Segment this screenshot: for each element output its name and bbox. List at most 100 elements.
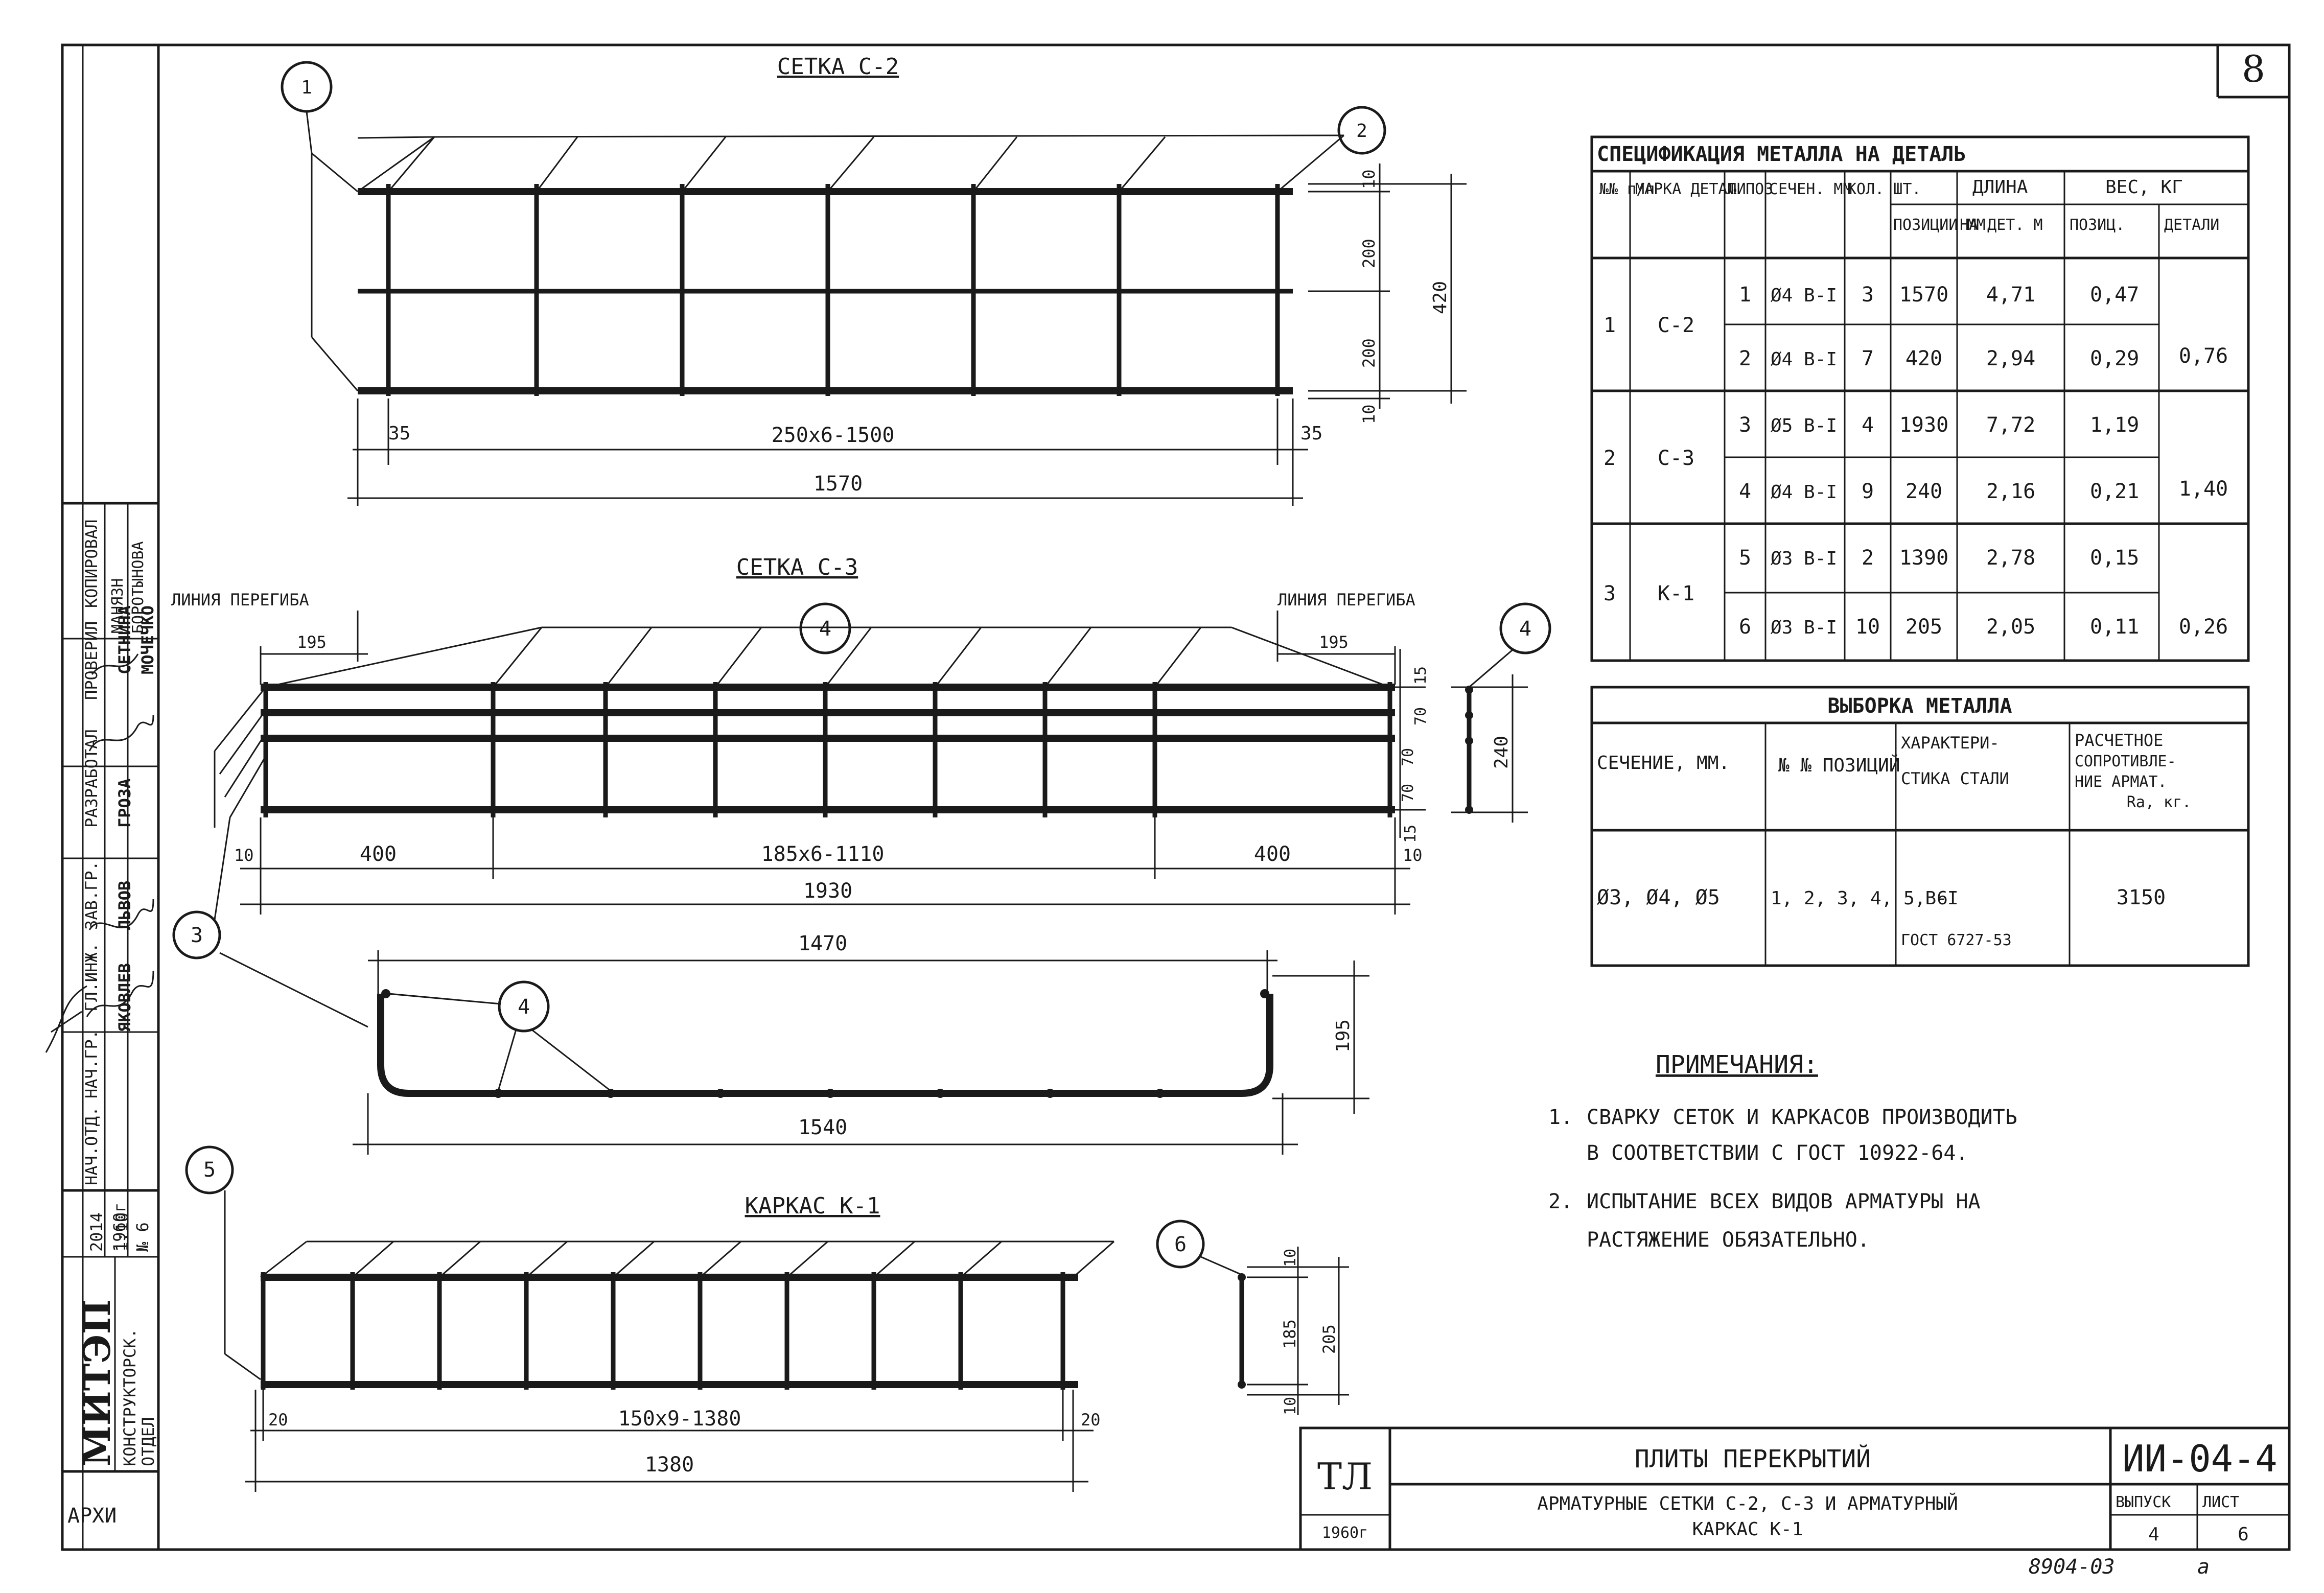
spec-g3-r2-mm: 205 [1905, 615, 1942, 639]
spec-h-pos: № ПОЗ [1727, 180, 1773, 198]
spec-g1-r2-w: 0,29 [2090, 347, 2139, 370]
c3-dim-400-r: 400 [1254, 842, 1291, 866]
stamp-year: 1960г [110, 1203, 129, 1252]
spec-g1-no: 1 [1603, 314, 1616, 337]
c3-dim-v-70c: 70 [1399, 784, 1417, 802]
c2-pos-b: 2 [1356, 121, 1367, 142]
sample-positions: 1, 2, 3, 4, 5, 6 [1771, 888, 1948, 909]
sample-h-resist-1: РАСЧЕТНОЕ [2075, 731, 2163, 750]
note-2-line-1: ИСПЫТАНИЕ ВСЕХ ВИДОВ АРМАТУРЫ НА [1587, 1190, 1981, 1213]
note-2-line-2: РАСТЯЖЕНИЕ ОБЯЗАТЕЛЬНО. [1587, 1228, 1870, 1252]
sample-h-resist-2: СОПРОТИВЛЕ- [2075, 753, 2176, 770]
spec-g1-r2-m: 2,94 [1986, 347, 2035, 370]
spec-h-w-part: ДЕТАЛИ [2164, 216, 2219, 234]
stamp-name-7: ЯКОВЛЕВ [115, 963, 134, 1032]
stamp-role-1: НАЧ.ОТД. [82, 1107, 101, 1185]
spec-g1-r1-mm: 1570 [1899, 283, 1948, 307]
c3-pos-3: 3 [191, 924, 203, 947]
stamp-no: № 6 [133, 1222, 152, 1252]
c2-dim-v-2: 200 [1359, 338, 1379, 368]
sample-h-resist-3: НИЕ АРМАТ. [2075, 773, 2167, 791]
spec-g2-r2-cnt: 9 [1862, 480, 1874, 503]
c3-bend-r: ЛИНИЯ ПЕРЕГИБА [1277, 590, 1415, 610]
stamp-name-1: МОЧЕЧКО [138, 605, 157, 674]
c2-dim-total: 1570 [814, 472, 863, 496]
spec-g3-r1-m: 2,78 [1986, 546, 2035, 570]
org-dept-1: КОНСТРУКТОРСК. [120, 1328, 140, 1466]
c3-dim-v-15a: 15 [1412, 666, 1430, 685]
c3-dim-total: 1930 [803, 879, 852, 903]
signature-marks [45, 653, 154, 1053]
drawing-c3: СЕТКА С-3 ЛИНИЯ ПЕРЕГИБА ЛИНИЯ ПЕРЕГИБА [171, 554, 1551, 959]
drawing-c2: СЕТКА С-2 [281, 54, 1467, 506]
stamp-role-5: РАЗРАБОТАЛ [82, 729, 101, 828]
sample-h-steel-2: СТИКА СТАЛИ [1901, 769, 2009, 788]
spec-h-len-pos: ПОЗИЦИИ ММ [1893, 216, 1986, 234]
spec-g1-total: 0,76 [2179, 344, 2228, 368]
sheet-number: 8 [2242, 48, 2265, 90]
spec-g2-r1-cnt: 4 [1862, 413, 1874, 437]
sample-title: ВЫБОРКА МЕТАЛЛА [1827, 694, 2012, 718]
stamp-role-4: ЗАВ.ГР. [82, 861, 101, 930]
c3b-dim-top: 1470 [798, 932, 847, 955]
title-logo-year: 1960г [1322, 1524, 1368, 1542]
sample-steel-std: ГОСТ 6727-53 [1901, 931, 2012, 949]
sample-h-resist-4: Rа, кг. [2127, 793, 2191, 811]
stamp-role-3: ГЛ.ИНЖ. [82, 943, 101, 1012]
spec-h-weight: ВЕС, КГ [2105, 177, 2183, 198]
k1-pos-a: 5 [203, 1158, 216, 1182]
drawing-k1: КАРКАС К-1 5 [185, 1145, 1349, 1492]
note-1-num: 1. [1548, 1106, 1573, 1129]
spec-g2-no: 2 [1603, 447, 1616, 470]
spec-g2-r1-w: 1,19 [2090, 413, 2139, 437]
c3b-dim-bottom: 1540 [798, 1116, 847, 1139]
sample-table: ВЫБОРКА МЕТАЛЛА СЕЧЕНИЕ, ММ. № № ПОЗИЦИЙ… [1590, 686, 2250, 967]
c3-bend-l: ЛИНИЯ ПЕРЕГИБА [171, 590, 309, 610]
spec-g2-r2-w: 0,21 [2090, 480, 2139, 503]
title-main: ПЛИТЫ ПЕРЕКРЫТИЙ [1635, 1444, 1871, 1473]
spec-g2-r2-mm: 240 [1905, 480, 1942, 503]
spec-g1-r2-sec: Ø4 В-I [1771, 349, 1837, 370]
spec-g2-mark: С-3 [1658, 447, 1694, 470]
c2-dim-v-1: 200 [1359, 239, 1379, 268]
c2-dim-end-r: 35 [1300, 423, 1322, 444]
sample-steel: В-I [1925, 888, 1958, 909]
stamp-role-2: НАЧ.ГР. [82, 1029, 101, 1098]
spec-g2-r1-mm: 1930 [1899, 413, 1948, 437]
spec-g2-r2-m: 2,16 [1986, 480, 2035, 503]
sample-h-steel-1: ХАРАКТЕРИ- [1901, 733, 2000, 753]
spec-g1-r1-sec: Ø4 В-I [1771, 285, 1837, 306]
c2-dim-v-total: 420 [1430, 281, 1451, 314]
spec-h-w-pos: ПОЗИЦ. [2070, 216, 2125, 234]
spec-g2-r1-sec: Ø5 В-I [1771, 415, 1837, 436]
k1-title: КАРКАС К-1 [745, 1193, 880, 1219]
k1-dim-span: 150х9-1380 [618, 1407, 741, 1431]
spec-g3-r2-sec: Ø3 В-I [1771, 617, 1837, 638]
spec-title: СПЕЦИФИКАЦИЯ МЕТАЛЛА НА ДЕТАЛЬ [1597, 143, 1966, 166]
title-sub-2: КАРКАС К-1 [1692, 1519, 1803, 1540]
spec-g1-r1-pos: 1 [1739, 283, 1751, 307]
spec-g3-r1-w: 0,15 [2090, 546, 2139, 570]
c3-dim-400-l: 400 [360, 842, 397, 866]
c3-pos-top: 4 [819, 617, 831, 641]
c3-dim-v-70b: 70 [1399, 748, 1417, 766]
c2-title: СЕТКА С-2 [777, 54, 899, 80]
sample-h-positions: № № ПОЗИЦИЙ [1778, 755, 1900, 776]
sample-h-section: СЕЧЕНИЕ, ММ. [1597, 753, 1730, 774]
spec-g1-r2-mm: 420 [1905, 347, 1942, 370]
spec-g1-r2-cnt: 7 [1862, 347, 1874, 370]
c2-dim-v-bot: 10 [1359, 404, 1379, 424]
spec-g3-r1-sec: Ø3 В-I [1771, 548, 1837, 569]
archive-letter: a [2197, 1555, 2210, 1579]
sheet-frame: 8 [61, 43, 2291, 1551]
sample-resist: 3150 [2117, 886, 2166, 909]
stamp-name-5: ГРОЗА [115, 779, 134, 828]
spec-g3-no: 3 [1603, 582, 1616, 605]
spec-g2-r2-pos: 4 [1739, 480, 1751, 503]
title-sheet: 6 [2238, 1524, 2249, 1545]
archive-label: АРХИ [67, 1504, 117, 1528]
spec-h-count: КОЛ. ШТ. [1847, 180, 1921, 198]
spec-table: СПЕЦИФИКАЦИЯ МЕТАЛЛА НА ДЕТАЛЬ №№ п/п МА… [1590, 135, 2250, 662]
spec-h-mark: МАРКА ДЕТАЛИ [1635, 180, 1746, 198]
